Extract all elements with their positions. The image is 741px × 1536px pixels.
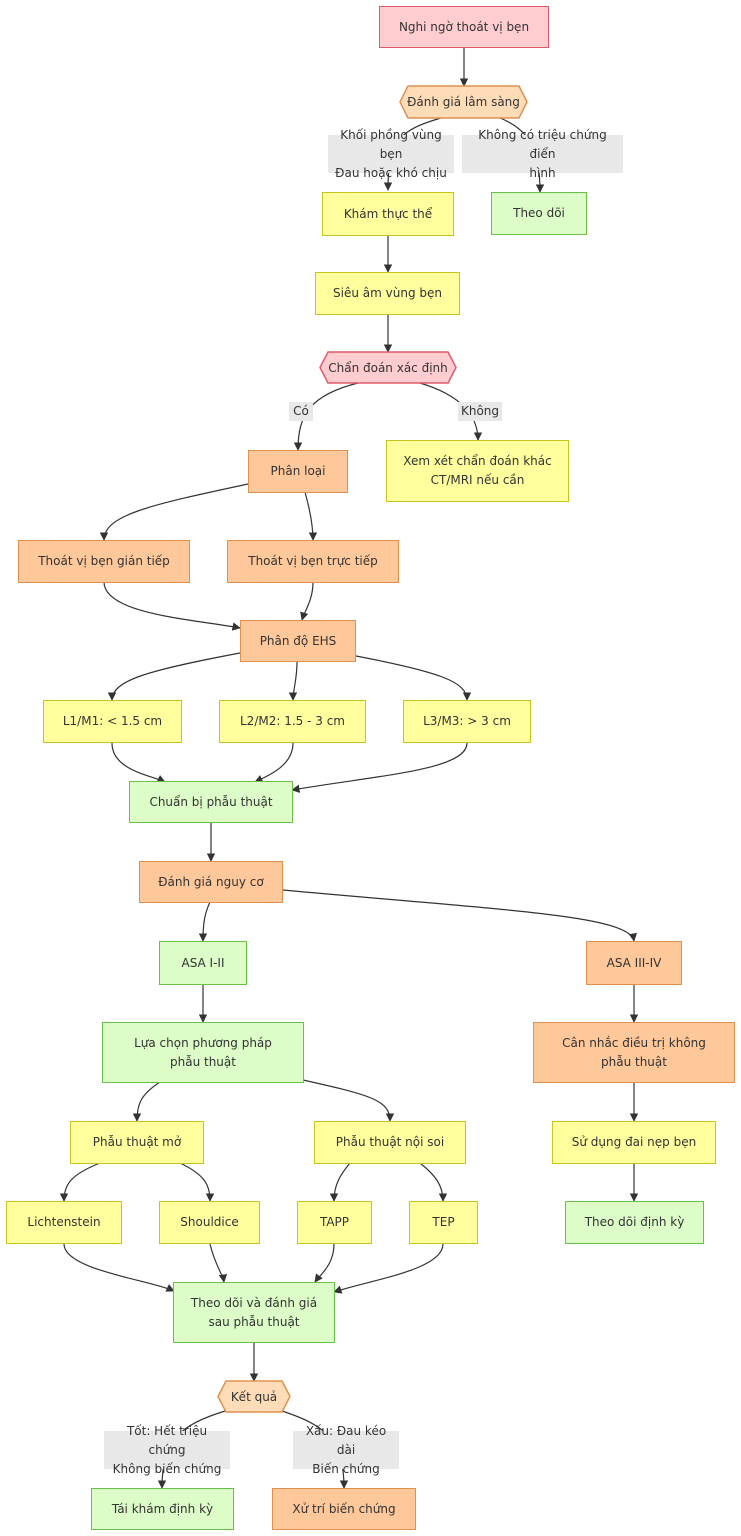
node-lichtenstein[interactable]: Lichtenstein bbox=[6, 1201, 122, 1244]
node-asa-low[interactable]: ASA I-II bbox=[159, 941, 247, 985]
edge-ehs-l3 bbox=[355, 655, 472, 701]
node-classify[interactable]: Phân loại bbox=[248, 450, 348, 493]
node-lap-surgery[interactable]: Phẫu thuật nội soi bbox=[314, 1121, 466, 1164]
edge-l3-prep bbox=[291, 742, 468, 793]
edge-shouldice-postop bbox=[209, 1243, 228, 1283]
node-confirm-dx[interactable]: Chẩn đoán xác định bbox=[319, 351, 457, 384]
node-tapp[interactable]: TAPP bbox=[297, 1201, 372, 1244]
edge-choose-lap bbox=[302, 1079, 395, 1122]
edge-classify-direct bbox=[304, 491, 318, 541]
edge-risk-asalow bbox=[198, 901, 211, 942]
edge-tapp-postop bbox=[314, 1243, 335, 1283]
node-l1[interactable]: L1/M1: < 1.5 cm bbox=[43, 700, 182, 743]
node-shouldice[interactable]: Shouldice bbox=[159, 1201, 260, 1244]
node-monitor[interactable]: Theo dõi bbox=[491, 192, 587, 235]
edge-lap-tapp bbox=[329, 1162, 351, 1202]
node-tep[interactable]: TEP bbox=[409, 1201, 478, 1244]
edge-tep-postop bbox=[333, 1243, 444, 1294]
hexagon-shape bbox=[319, 351, 457, 384]
edge-l2-prep bbox=[254, 742, 294, 783]
node-ehs-grade[interactable]: Phân độ EHS bbox=[240, 620, 356, 662]
edge-label-good: Tốt: Hết triệu chứng Không biến chứng bbox=[104, 1424, 230, 1476]
node-followup[interactable]: Tái khám định kỳ bbox=[91, 1488, 234, 1530]
node-other-dx[interactable]: Xem xét chẩn đoán khác CT/MRI nếu cần bbox=[386, 440, 569, 502]
edge-lap-tep bbox=[419, 1162, 448, 1202]
node-l3[interactable]: L3/M3: > 3 cm bbox=[403, 700, 531, 743]
edge-lichtenstein-postop bbox=[63, 1243, 175, 1292]
node-truss[interactable]: Sử dụng đai nẹp bẹn bbox=[552, 1121, 716, 1164]
node-asa-high[interactable]: ASA III-IV bbox=[586, 941, 682, 985]
edge-open-shouldice bbox=[179, 1162, 215, 1202]
node-complication-mgmt[interactable]: Xử trí biến chứng bbox=[272, 1488, 416, 1530]
node-choose-method[interactable]: Lựa chọn phương pháp phẫu thuật bbox=[102, 1022, 304, 1083]
edge-ehs-l1 bbox=[107, 652, 241, 701]
edge-risk-asahigh bbox=[282, 889, 637, 942]
edge-label-no-symptom: Không có triệu chứng điển hình bbox=[462, 128, 623, 180]
edge-open-lichtenstein bbox=[59, 1162, 101, 1202]
node-prep-surgery[interactable]: Chuẩn bị phẫu thuật bbox=[129, 781, 293, 823]
node-clinical-eval[interactable]: Đánh giá lâm sàng bbox=[399, 85, 528, 119]
hexagon-shape bbox=[399, 85, 528, 119]
edge-label-yes: Có bbox=[289, 402, 313, 421]
hexagon-shape bbox=[217, 1380, 291, 1413]
node-outcome[interactable]: Kết quả bbox=[217, 1380, 291, 1413]
node-physical-exam[interactable]: Khám thực thể bbox=[322, 192, 454, 236]
node-risk-eval[interactable]: Đánh giá nguy cơ bbox=[139, 861, 283, 903]
edge-classify-indirect bbox=[99, 483, 249, 541]
node-suspect[interactable]: Nghi ngờ thoát vị bẹn bbox=[379, 6, 549, 48]
edge-ehs-l2 bbox=[288, 661, 298, 701]
edge-label-bulge: Khối phồng vùng bẹn Đau hoặc khó chịu bbox=[328, 128, 454, 180]
node-l2[interactable]: L2/M2: 1.5 - 3 cm bbox=[219, 700, 366, 743]
edge-choose-open bbox=[132, 1081, 161, 1122]
node-ultrasound[interactable]: Siêu âm vùng bẹn bbox=[315, 272, 460, 315]
edge-indirect-ehs bbox=[103, 581, 241, 631]
node-indirect[interactable]: Thoát vị bẹn gián tiếp bbox=[18, 540, 190, 583]
edge-label-no: Không bbox=[458, 402, 502, 421]
node-postop[interactable]: Theo dõi và đánh giá sau phẫu thuật bbox=[173, 1282, 335, 1343]
edge-direct-ehs bbox=[300, 581, 314, 621]
node-nonsurgical[interactable]: Cân nhắc điều trị không phẫu thuật bbox=[533, 1022, 735, 1083]
node-periodic-monitor[interactable]: Theo dõi định kỳ bbox=[565, 1201, 704, 1244]
node-open-surgery[interactable]: Phẫu thuật mở bbox=[70, 1121, 204, 1164]
edge-l1-prep bbox=[111, 742, 166, 783]
edge-label-bad: Xấu: Đau kéo dài Biến chứng bbox=[293, 1424, 399, 1476]
node-direct[interactable]: Thoát vị bẹn trực tiếp bbox=[227, 540, 399, 583]
